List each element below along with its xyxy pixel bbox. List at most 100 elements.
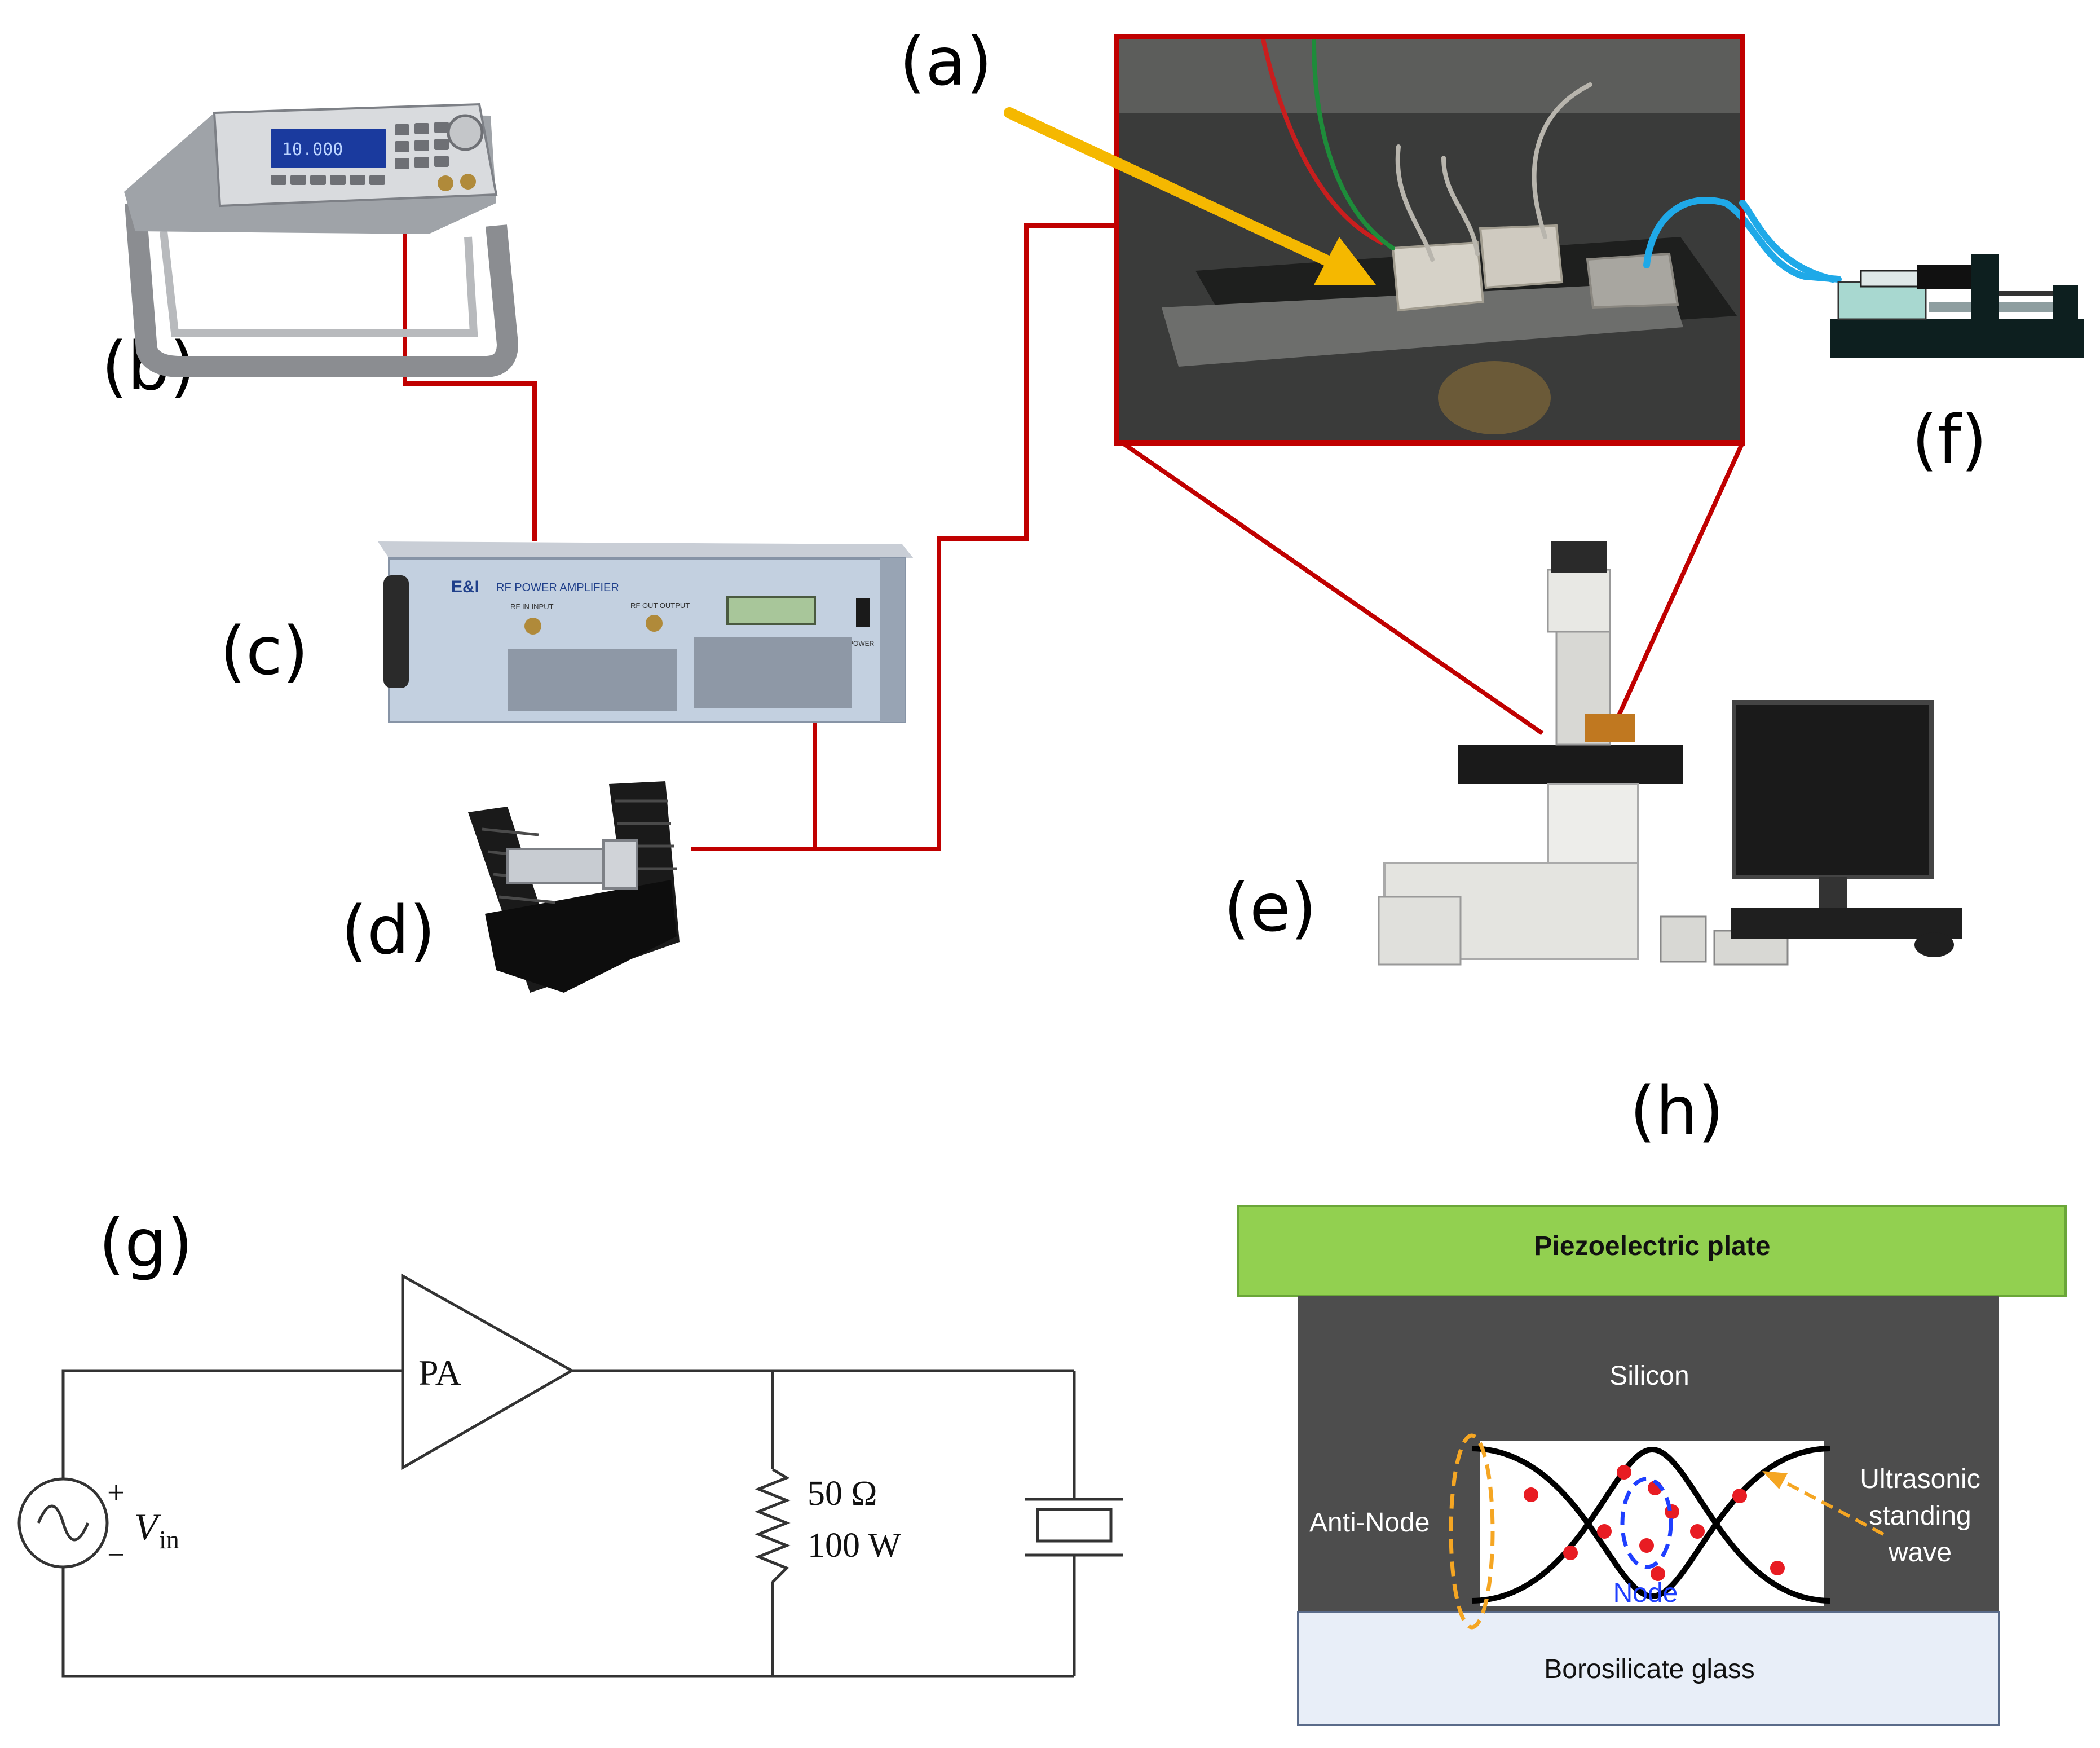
node-ring bbox=[1620, 1477, 1673, 1569]
chip-device-3 bbox=[1586, 252, 1679, 309]
amplifier-top bbox=[378, 541, 914, 558]
wave-label-line2: standing bbox=[1869, 1501, 1971, 1531]
heatsink-base bbox=[485, 880, 677, 993]
chip-device-1 bbox=[1391, 241, 1485, 312]
amplifier-right-panel bbox=[880, 558, 905, 722]
photo-blue-tubing bbox=[1643, 197, 1842, 283]
resistor-symbol bbox=[755, 1468, 791, 1583]
amplifier-vent-right bbox=[694, 637, 852, 708]
pa-triangle bbox=[401, 1273, 575, 1470]
particle bbox=[1690, 1524, 1705, 1539]
photo-top-dark bbox=[1119, 39, 1740, 113]
resistor-power-rating: 100 W bbox=[808, 1526, 901, 1565]
pump-carriage bbox=[1837, 281, 1927, 320]
pa-label: PA bbox=[418, 1353, 461, 1393]
microscope-eyepiece bbox=[1585, 714, 1635, 742]
load-resistor-body bbox=[506, 848, 607, 884]
circuit-schematic bbox=[17, 1273, 1123, 1678]
photo-objective bbox=[1438, 361, 1551, 434]
yellow-arrow bbox=[1004, 107, 1376, 285]
generator-display-text: 10.000 bbox=[282, 140, 343, 160]
particle bbox=[1639, 1538, 1654, 1553]
monitor-stand bbox=[1819, 877, 1847, 908]
node-label: Node bbox=[1613, 1578, 1678, 1608]
controller-box bbox=[1378, 896, 1462, 966]
inverted-microscope-setup bbox=[1378, 541, 1962, 966]
amplifier-lcd bbox=[726, 596, 816, 625]
antinode-label: Anti-Node bbox=[1309, 1508, 1430, 1538]
joystick bbox=[1660, 915, 1707, 963]
circuit-top-wire bbox=[61, 1369, 403, 1523]
piezo-label: Piezoelectric plate bbox=[1534, 1231, 1771, 1261]
circuit-bottom-wire bbox=[61, 1546, 1074, 1678]
function-generator: 10.000 bbox=[124, 103, 518, 377]
label-a: (a) bbox=[899, 23, 992, 100]
amplifier-input-label: RF IN INPUT bbox=[510, 602, 554, 611]
glass-label: Borosilicate glass bbox=[1544, 1654, 1755, 1684]
source-plus: + bbox=[107, 1476, 125, 1511]
zoom-line-left bbox=[1120, 441, 1544, 736]
standing-wave-lower bbox=[1471, 1446, 1830, 1604]
circuit-labels: PA + − V in 50 Ω 100 W bbox=[107, 1353, 901, 1573]
amplifier-left-handle bbox=[383, 575, 409, 688]
wave-pointer-line bbox=[1775, 1476, 1885, 1536]
generator-knob bbox=[447, 114, 484, 151]
label-h: (h) bbox=[1630, 1072, 1724, 1150]
pump-block bbox=[1971, 254, 1999, 319]
zoom-line-right bbox=[1616, 442, 1745, 717]
wave-label-line3: wave bbox=[1888, 1538, 1952, 1568]
label-e: (e) bbox=[1224, 869, 1317, 946]
syringe-pump bbox=[1739, 200, 2084, 358]
amplifier-title: RF POWER AMPLIFIER bbox=[496, 582, 619, 594]
keyboard bbox=[1731, 908, 1962, 939]
amplifier-output-label: RF OUT OUTPUT bbox=[630, 601, 690, 610]
label-g: (g) bbox=[99, 1204, 193, 1282]
load-connector bbox=[602, 839, 638, 890]
amplifier-output-connector bbox=[646, 615, 663, 632]
pump-rod bbox=[1929, 302, 2075, 312]
particle bbox=[1665, 1504, 1679, 1519]
particle bbox=[1617, 1465, 1631, 1480]
ac-source-sine bbox=[37, 1504, 90, 1542]
pump-end-block bbox=[2053, 285, 2078, 319]
particle bbox=[1563, 1546, 1578, 1560]
amplifier-power-switch bbox=[856, 598, 870, 627]
microscope-lamp-head bbox=[1547, 569, 1611, 633]
microscope-stage bbox=[1458, 745, 1683, 784]
borosilicate-glass-layer bbox=[1297, 1611, 2000, 1726]
antinode-ring bbox=[1449, 1433, 1495, 1630]
source-voltage-symbol: V bbox=[134, 1505, 162, 1548]
amplifier-vent-left bbox=[508, 649, 677, 711]
silicon-label: Silicon bbox=[1609, 1361, 1689, 1391]
wave-pointer-head bbox=[1762, 1471, 1788, 1489]
particle bbox=[1524, 1487, 1538, 1502]
generator-sync-connector bbox=[460, 174, 476, 190]
source-voltage-subscript: in bbox=[159, 1525, 179, 1554]
generator-display bbox=[271, 129, 386, 168]
cable-generator-to-amplifier bbox=[403, 226, 537, 541]
particle bbox=[1732, 1489, 1747, 1503]
standing-wave-upper bbox=[1471, 1446, 1830, 1600]
generator-keypad bbox=[271, 122, 449, 185]
mouse bbox=[1914, 932, 1954, 957]
particle bbox=[1597, 1524, 1612, 1539]
pump-tubing bbox=[1739, 200, 1836, 283]
label-f: (f) bbox=[1912, 400, 1987, 478]
monitor-screen bbox=[1732, 700, 1934, 879]
microscope-camera bbox=[1551, 541, 1607, 573]
chip-cross-section: Piezoelectric plate Silicon Borosilicate… bbox=[1237, 1205, 2067, 1726]
amplifier-input-connector bbox=[524, 618, 541, 635]
transducer-crystal bbox=[1036, 1508, 1113, 1543]
cable-load-to-device bbox=[691, 223, 1117, 851]
generator-output-connector bbox=[438, 175, 453, 191]
particle bbox=[1651, 1566, 1665, 1581]
amplifier-brand: E&I bbox=[451, 578, 479, 596]
wave-label-line1: Ultrasonic bbox=[1860, 1464, 1980, 1494]
chip-device-2 bbox=[1479, 224, 1564, 289]
amplifier-power-label: POWER bbox=[849, 640, 875, 648]
rf-power-amplifier: E&I RF POWER AMPLIFIER RF IN INPUT RF OU… bbox=[378, 541, 914, 723]
generator-handle bbox=[125, 202, 518, 377]
pump-base bbox=[1830, 319, 2084, 358]
label-d: (d) bbox=[341, 891, 435, 969]
